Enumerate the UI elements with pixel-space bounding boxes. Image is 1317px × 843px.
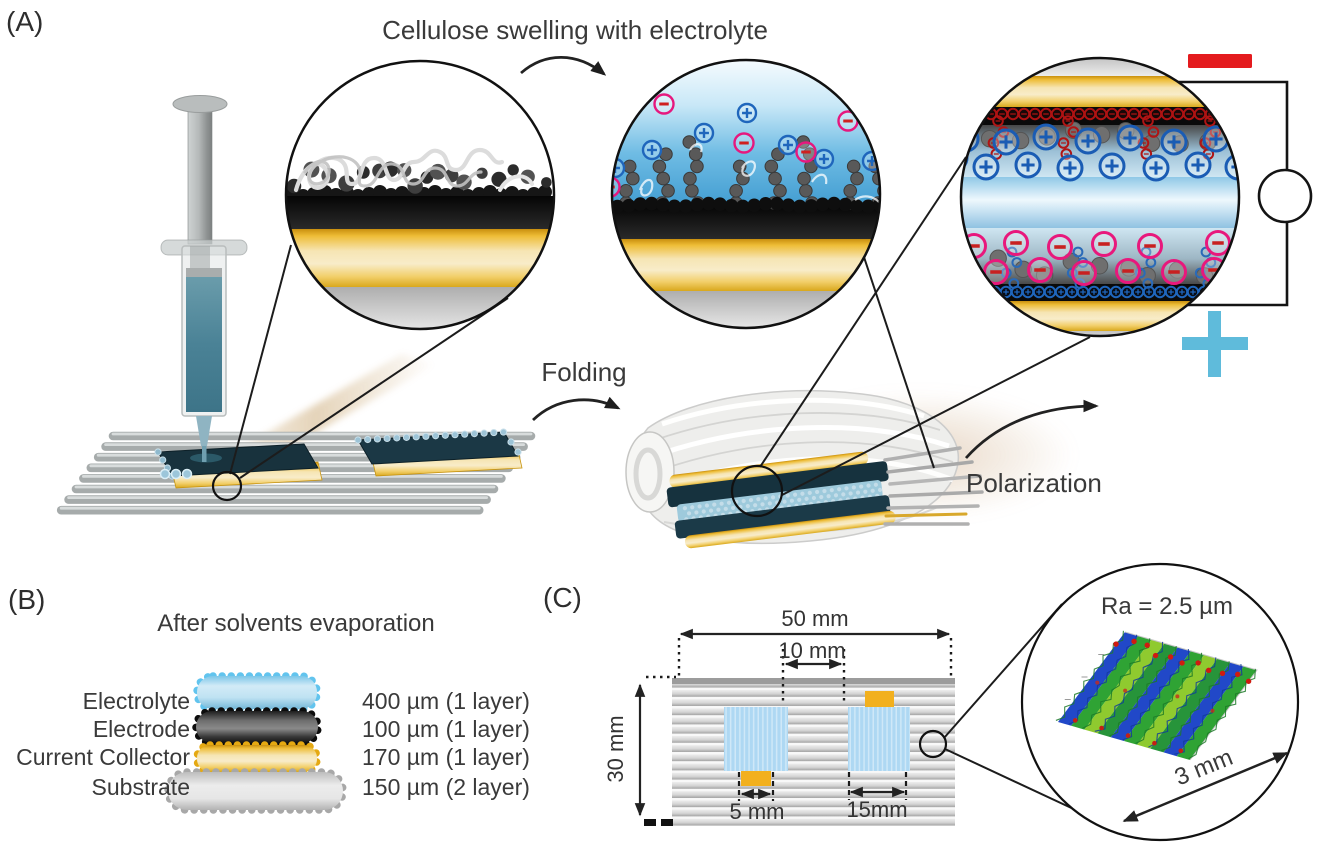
scale-arrow-3mm <box>1122 751 1289 823</box>
syringe-nozzle <box>196 416 212 446</box>
schematic-substrate <box>672 678 955 826</box>
negative-terminal-icon <box>1188 54 1252 68</box>
dim-label-10mm: 10 mm <box>778 638 846 663</box>
magnifier-circle-printed-device <box>211 470 243 502</box>
layer-thickness-substrate: 150 µm (2 layer) <box>362 774 530 800</box>
folded-device <box>625 390 1075 549</box>
zoom-inset-swollen-electrode <box>610 58 882 330</box>
electrode-layer <box>196 711 318 743</box>
schematic-tab-left <box>741 771 771 786</box>
surface-roughness-plot <box>1055 630 1258 761</box>
roughness-cone-lines <box>943 603 1081 813</box>
polarization-arrow-icon <box>964 399 1099 459</box>
title-arrow-icon <box>520 55 607 76</box>
layer-thickness-current-collector: 170 µm (1 layer) <box>362 744 530 770</box>
layer-name-electrode: Electrode <box>92 716 190 742</box>
folding-arrow-icon <box>532 396 621 422</box>
dimension-lines <box>646 638 953 705</box>
ink-droplets <box>159 468 193 480</box>
corner-dashes <box>644 819 673 826</box>
panel-a-title: Cellulose swelling with electrolyte <box>382 15 768 45</box>
device-schematic <box>634 628 955 826</box>
magnifier-cone-lines <box>229 156 1091 496</box>
folding-label: Folding <box>541 357 627 387</box>
zoom-inset-polarized-cell <box>959 56 1241 338</box>
panel-b-label: (B) <box>8 584 46 615</box>
dim-label-15mm: 15mm <box>846 797 908 822</box>
tab-dashed-lines <box>737 772 908 801</box>
dimension-arrows <box>634 628 951 817</box>
layer-thickness-electrode: 100 µm (1 layer) <box>362 716 530 742</box>
panel-c-label: (C) <box>543 582 582 613</box>
voltage-source-icon <box>1257 168 1313 224</box>
syringe-ink <box>186 277 222 412</box>
surface-roughness-inset <box>1020 562 1300 842</box>
positive-terminal-icon <box>1182 311 1248 377</box>
electrolyte-layer <box>197 676 317 709</box>
printed-electrode-right <box>357 431 523 477</box>
dim-label-30mm: 30 mm <box>603 715 628 783</box>
cellulose-squiggles <box>638 143 880 203</box>
schematic-electrode-left <box>724 707 788 771</box>
current-collector-layer <box>197 745 317 772</box>
magnifier-circle-folded-device <box>730 464 784 518</box>
layer-name-electrolyte: Electrolyte <box>82 688 190 714</box>
zoom-inset-dry-electrode <box>284 59 556 331</box>
dim-label-5mm: 5 mm <box>729 799 785 824</box>
swollen-particle-chains <box>612 135 880 214</box>
schematic-electrode-right <box>848 707 910 771</box>
syringe <box>159 95 248 480</box>
folded-fan-edge <box>883 446 984 526</box>
roughness-ra-label: Ra = 2.5 µm <box>1101 593 1233 620</box>
printed-electrolyte-dots <box>154 428 522 480</box>
magnifier-circle-schematic <box>918 729 948 759</box>
circuit-wire <box>1176 80 1313 307</box>
schematic-tab-right <box>865 691 894 707</box>
substrate-layer <box>168 772 343 810</box>
panel-a-label: (A) <box>6 6 44 37</box>
syringe-plunger-cap <box>172 95 228 113</box>
layer-name-substrate: Substrate <box>91 774 190 800</box>
layer-stack <box>164 672 347 814</box>
layer-thickness-electrolyte: 400 µm (1 layer) <box>362 688 530 714</box>
layer-name-current-collector: Current Collector <box>16 744 190 770</box>
panel-b-title: After solvents evaporation <box>157 610 435 637</box>
dim-label-50mm: 50 mm <box>781 606 849 631</box>
polarization-label: Polarization <box>966 468 1102 498</box>
folded-stack <box>666 451 896 549</box>
